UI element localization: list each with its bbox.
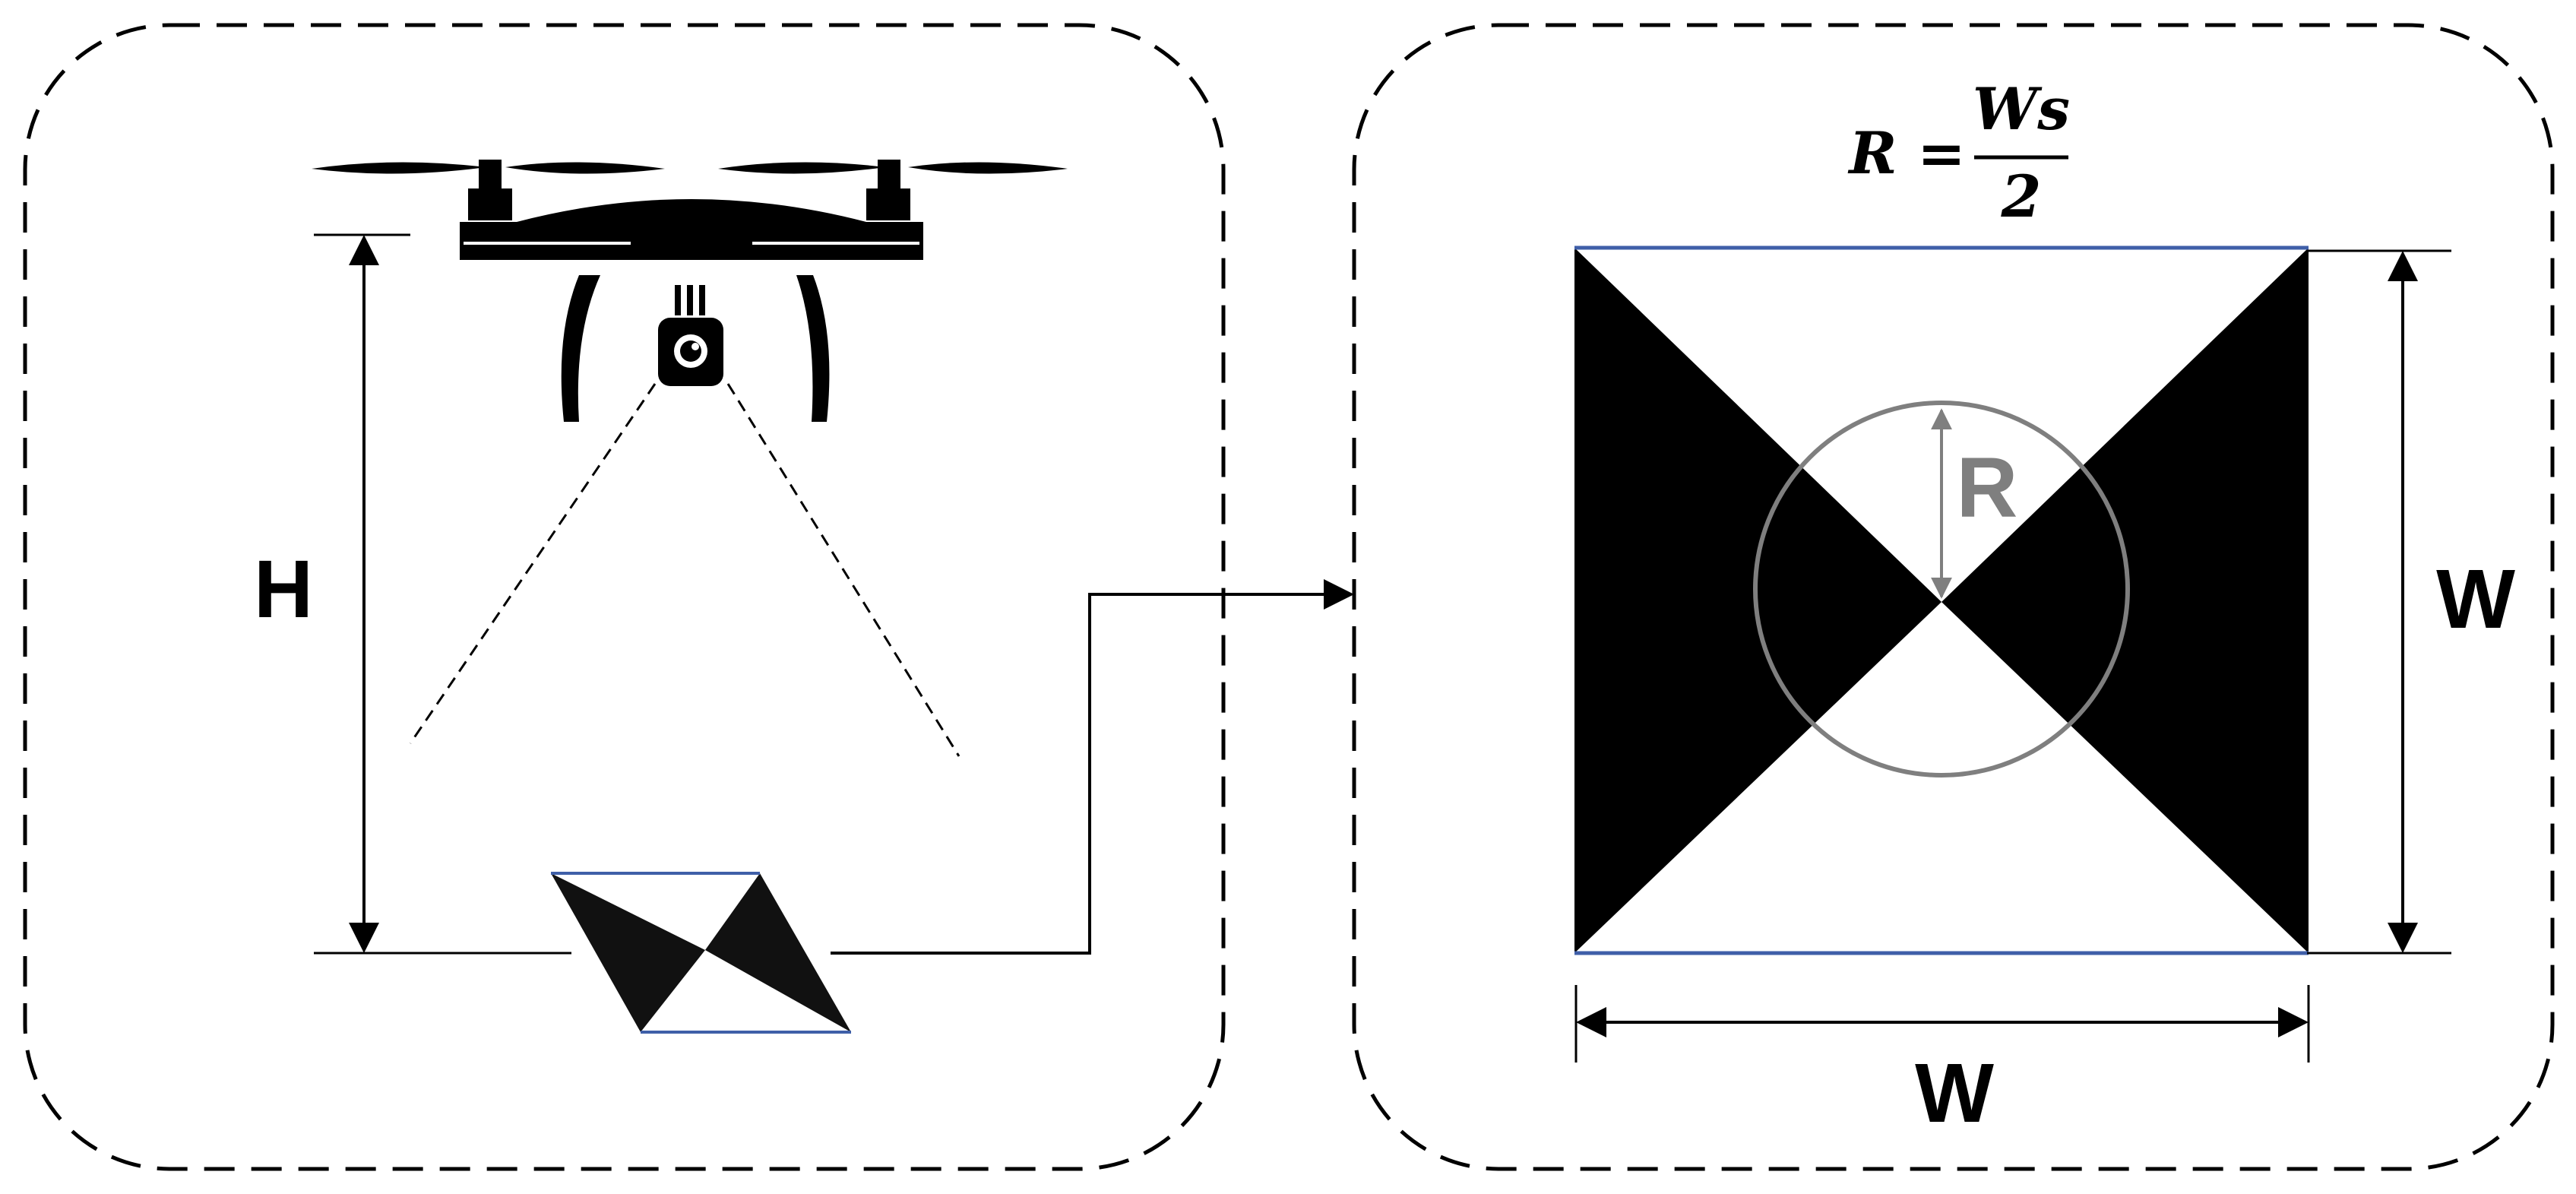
radius-circle: [1753, 401, 2130, 778]
width-right-label: W: [2436, 553, 2515, 646]
formula-numerator: Ws: [1973, 75, 2070, 143]
formula-lhs: R: [1847, 119, 1897, 187]
height-label: H: [254, 543, 313, 635]
target-small: [551, 872, 851, 1034]
right-panel-border: [1352, 23, 2555, 1171]
radius-label: R: [1957, 440, 2018, 535]
camera-icon: [658, 318, 723, 386]
left-panel-border: [23, 23, 1226, 1171]
fov-line-left: [409, 383, 657, 744]
drone-icon: [312, 160, 1068, 422]
connector-arrow: [831, 579, 1354, 955]
target-large: [1574, 245, 2309, 955]
fov-line-right: [726, 383, 960, 757]
formula-equals: =: [1917, 119, 1966, 187]
width-bottom-label: W: [1915, 1047, 1994, 1140]
formula-denominator: 2: [2001, 163, 2042, 230]
radius-formula: R = Ws 2: [1847, 75, 2070, 230]
